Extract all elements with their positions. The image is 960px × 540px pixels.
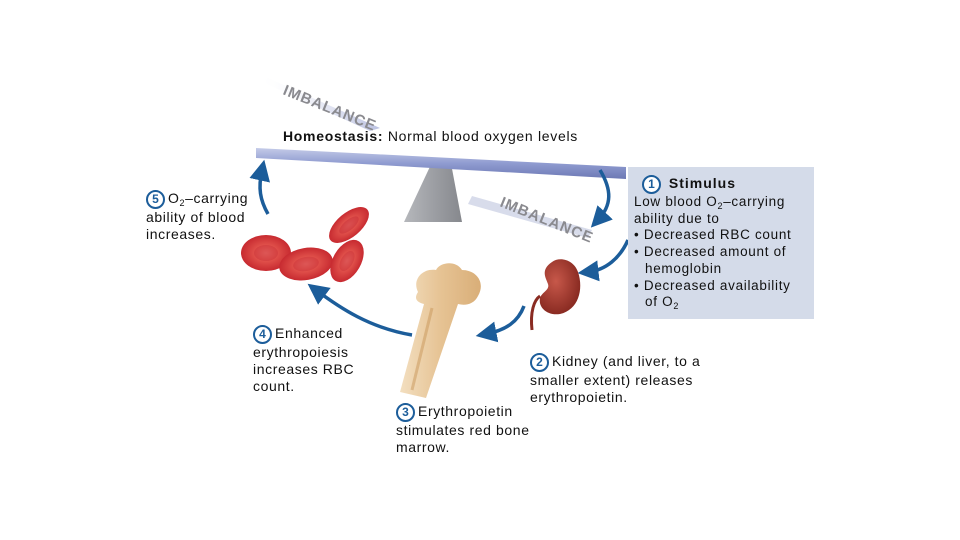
step-5-badge: 5 bbox=[146, 190, 165, 209]
bone bbox=[400, 263, 481, 398]
stimulus-line-1: Low blood O2–carrying ability due to bbox=[634, 194, 786, 226]
stimulus-box bbox=[628, 167, 814, 319]
stimulus-title: Stimulus bbox=[668, 175, 737, 192]
stimulus-line-4: hemoglobin bbox=[645, 260, 722, 276]
stimulus-heading: 1 Stimulus bbox=[642, 175, 736, 194]
step-2-badge: 2 bbox=[530, 353, 549, 372]
kidney bbox=[530, 259, 581, 331]
arrow-bone-to-rbc bbox=[307, 283, 413, 337]
seesaw-beam bbox=[256, 148, 626, 179]
stimulus-line-2: • Decreased RBC count bbox=[634, 227, 792, 243]
stimulus-line-6: of O2 bbox=[645, 294, 680, 312]
arrow-kidney-to-bone bbox=[475, 305, 526, 343]
tilted-beam bbox=[468, 196, 592, 238]
red-blood-cells bbox=[241, 207, 369, 283]
step-3-badge: 3 bbox=[396, 403, 415, 422]
homeostasis-label: Homeostasis: bbox=[283, 128, 384, 144]
arrow-box-to-kidney bbox=[577, 239, 630, 282]
homeostasis-title: Homeostasis: Normal blood oxygen levels bbox=[283, 128, 578, 144]
stimulus-line-3: • Decreased amount of bbox=[634, 244, 787, 260]
homeostasis-text: Normal blood oxygen levels bbox=[387, 128, 578, 144]
stimulus-line-5: • Decreased availability bbox=[634, 277, 791, 293]
stimulus-body: Low blood O2–carrying ability due to • D… bbox=[634, 194, 814, 311]
faded-beam bbox=[258, 78, 380, 131]
arrow-stimulus-to-kidney bbox=[590, 169, 613, 228]
fulcrum bbox=[404, 158, 462, 222]
step-1-badge: 1 bbox=[642, 175, 661, 194]
step-4-badge: 4 bbox=[253, 325, 272, 344]
arrow-rbc-to-balance bbox=[249, 159, 270, 215]
